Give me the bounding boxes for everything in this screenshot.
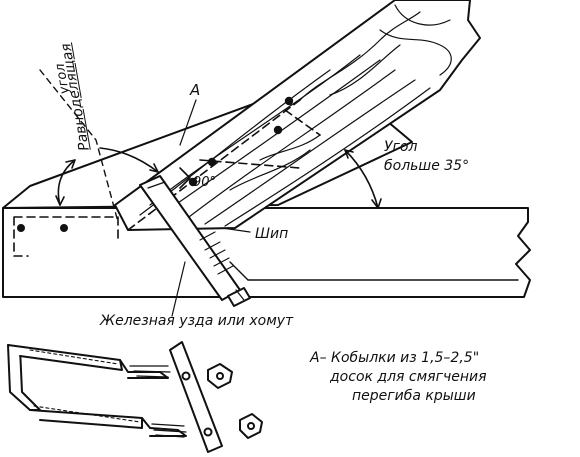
legend-line1: А– Кобылки из 1,5–2,5" [310,350,480,366]
mark-a-label: А [190,81,201,99]
angle-arcs [39,69,382,317]
right-angle-label: 90° [193,175,217,190]
angle-label-line2: больше 35° [384,158,470,174]
iron-strap-on-joint [139,175,251,307]
tie-beam [2,207,531,298]
rafter [114,0,481,231]
strap-detail [7,341,263,453]
angle-label-line1: Угол [384,139,418,155]
legend-line2: досок для смягчения [330,369,487,385]
right-angle-mark [179,167,191,189]
tenon-label: Шип [255,226,289,242]
iron-strap-label: Железная узда или хомут [100,313,294,329]
legend-line3: перегиба крыши [352,388,476,404]
